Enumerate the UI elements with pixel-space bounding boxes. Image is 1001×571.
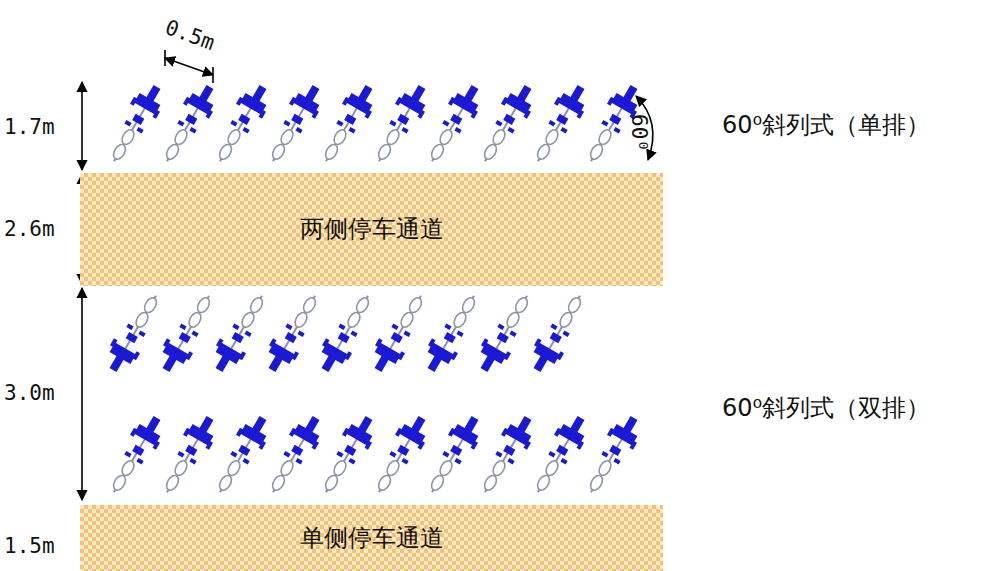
aisle-name: 单侧停车通道 bbox=[300, 524, 444, 553]
bicycle-icon bbox=[206, 288, 275, 377]
bicycle-icon bbox=[207, 79, 276, 168]
dimension-label: 1.5m bbox=[4, 535, 55, 558]
dimension-label: 1.7m bbox=[4, 116, 55, 139]
dimension-label: 2.6m bbox=[4, 218, 55, 241]
bicycle-icon bbox=[207, 410, 276, 499]
bicycle-icon bbox=[419, 410, 488, 499]
bicycle-icon bbox=[419, 79, 488, 168]
bicycle-icon bbox=[312, 288, 381, 377]
bicycle-icon bbox=[154, 79, 223, 168]
parking-aisle-band: 单侧停车通道 bbox=[80, 505, 663, 571]
bicycle-icon bbox=[366, 79, 435, 168]
bicycle-icon bbox=[100, 288, 169, 377]
layout-title: 60⁰斜列式（单排） bbox=[722, 112, 930, 138]
bicycle-icon bbox=[101, 79, 170, 168]
dimension-label: 0.5m bbox=[162, 16, 217, 55]
bicycle-icon bbox=[365, 288, 434, 377]
bicycle-icon bbox=[418, 288, 487, 377]
bicycle-icon bbox=[525, 79, 594, 168]
bicycle-icon bbox=[153, 288, 222, 377]
bicycle-icon bbox=[313, 79, 382, 168]
bicycle-icon bbox=[366, 410, 435, 499]
layout-title: 60⁰斜列式（双排） bbox=[722, 395, 930, 421]
bicycle-icon bbox=[260, 410, 329, 499]
bicycle-icon bbox=[101, 410, 170, 499]
bicycle-icon bbox=[524, 288, 593, 377]
bicycle-icon bbox=[260, 79, 329, 168]
aisle-name: 两侧停车通道 bbox=[300, 215, 444, 244]
bicycle-rows bbox=[100, 79, 647, 499]
bicycle-icon bbox=[313, 410, 382, 499]
bicycle-icon bbox=[472, 79, 541, 168]
bicycle-icon bbox=[525, 410, 594, 499]
dimension-label: 3.0m bbox=[4, 382, 55, 405]
parking-aisle-band: 两侧停车通道 bbox=[80, 173, 663, 286]
bicycle-icon bbox=[471, 288, 540, 377]
angle-label: 60⁰ bbox=[627, 114, 650, 152]
bicycle-icon bbox=[259, 288, 328, 377]
bicycle-icon bbox=[472, 410, 541, 499]
bicycle-icon bbox=[154, 410, 223, 499]
bicycle-icon bbox=[578, 410, 647, 499]
